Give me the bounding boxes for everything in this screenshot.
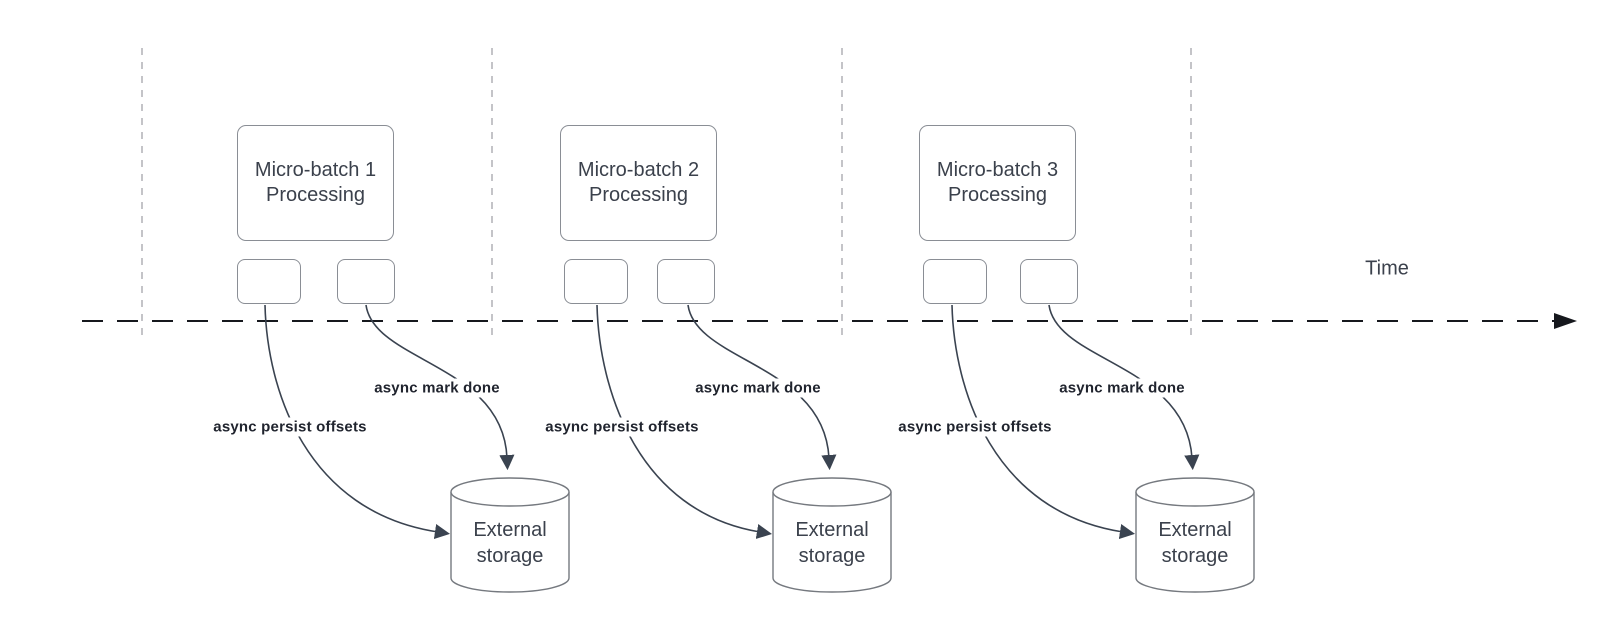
- micro-batch-subtitle: Processing: [589, 184, 688, 206]
- mark-done-task-box-3: [1020, 259, 1078, 304]
- external-storage-label-2: External storage: [795, 517, 868, 569]
- offset-task-box-2: [564, 259, 628, 304]
- batch-1-arrows: [264, 304, 515, 540]
- time-axis-label: Time: [1365, 257, 1409, 280]
- persist-offsets-label-2: async persist offsets: [541, 417, 703, 437]
- mark-done-arrow-1: [365, 304, 515, 471]
- persist-offsets-label-3: async persist offsets: [894, 417, 1056, 437]
- mark-done-arrow-3: [1048, 304, 1200, 471]
- micro-batch-box-3: Micro-batch 3 Processing: [919, 125, 1076, 241]
- mark-done-label-3: async mark done: [1055, 378, 1189, 398]
- persist-offsets-label-1: async persist offsets: [209, 417, 371, 437]
- storage-cylinder-1: [450, 477, 570, 593]
- storage-cylinder-2: [772, 477, 892, 593]
- micro-batch-subtitle: Processing: [948, 184, 1047, 206]
- storage-label-line1: External: [795, 519, 869, 541]
- micro-batch-title: Micro-batch 2: [577, 159, 700, 181]
- persist-offsets-arrow-2: [596, 304, 772, 540]
- offset-task-box-3: [923, 259, 987, 304]
- storage-label-line2: storage: [1161, 545, 1229, 567]
- mark-done-label-2: async mark done: [691, 378, 825, 398]
- storage-label-line2: storage: [476, 545, 544, 567]
- mark-done-task-box-1: [337, 259, 395, 304]
- external-storage-label-3: External storage: [1158, 517, 1231, 569]
- micro-batch-title: Micro-batch 3: [936, 159, 1059, 181]
- mark-done-label-1: async mark done: [370, 378, 504, 398]
- storage-label-line1: External: [473, 519, 547, 541]
- persist-offsets-arrow-1: [264, 304, 451, 540]
- micro-batch-subtitle: Processing: [266, 184, 365, 206]
- persist-offsets-arrow-3: [951, 304, 1136, 540]
- micro-batch-box-2: Micro-batch 2 Processing: [560, 125, 717, 241]
- mark-done-arrow-2: [687, 304, 837, 471]
- batch-3-arrows: [951, 304, 1200, 540]
- cylinder-body: [772, 477, 892, 593]
- storage-cylinder-3: [1135, 477, 1255, 593]
- cylinder-rim: [1135, 491, 1255, 507]
- cylinder-rim: [772, 491, 892, 507]
- offset-task-box-1: [237, 259, 301, 304]
- storage-label-line1: External: [1158, 519, 1232, 541]
- cylinder-body: [1135, 477, 1255, 593]
- micro-batch-box-1: Micro-batch 1 Processing: [237, 125, 394, 241]
- storage-label-line2: storage: [798, 545, 866, 567]
- micro-batch-title: Micro-batch 1: [254, 159, 377, 181]
- time-axis-arrowhead-icon: [1554, 313, 1577, 329]
- cylinder-rim: [450, 491, 570, 507]
- external-storage-label-1: External storage: [473, 517, 546, 569]
- mark-done-task-box-2: [657, 259, 715, 304]
- cylinder-body: [450, 477, 570, 593]
- batch-2-arrows: [596, 304, 837, 540]
